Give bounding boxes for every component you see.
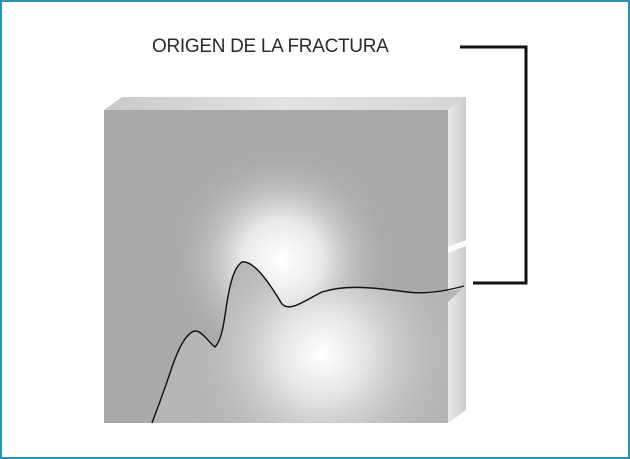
fracture-origin-label: ORIGEN DE LA FRACTURA	[152, 36, 389, 57]
fracture-line	[151, 261, 465, 424]
leader-bracket	[460, 45, 528, 285]
lower-glow	[152, 261, 462, 423]
side-notch	[448, 240, 466, 253]
block-side-face	[448, 97, 466, 423]
block-top-face	[104, 97, 466, 110]
